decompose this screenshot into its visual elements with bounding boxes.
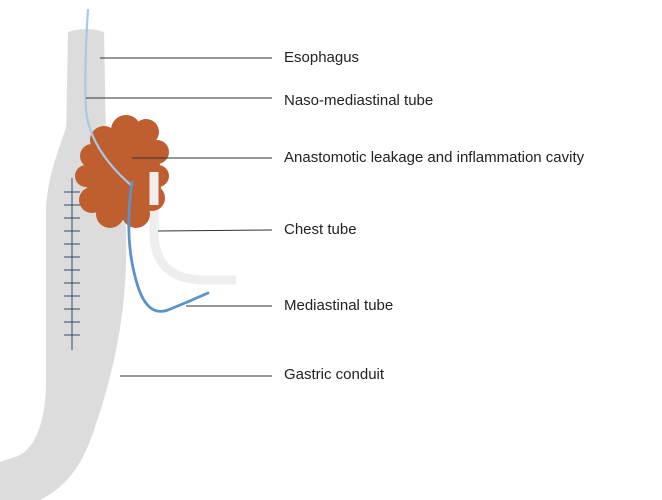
- leader-chest-tube: [158, 230, 272, 231]
- naso-mediastinal-tube-label: Naso-mediastinal tube: [284, 92, 433, 110]
- chest-tube-shape: [154, 172, 236, 280]
- esophagus-label: Esophagus: [284, 49, 359, 67]
- gastric-conduit-label: Gastric conduit: [284, 366, 384, 384]
- mediastinal-tube-label: Mediastinal tube: [284, 297, 393, 315]
- anastomotic-cavity-label: Anastomotic leakage and inflammation cav…: [284, 149, 584, 167]
- chest-tube-label: Chest tube: [284, 221, 357, 239]
